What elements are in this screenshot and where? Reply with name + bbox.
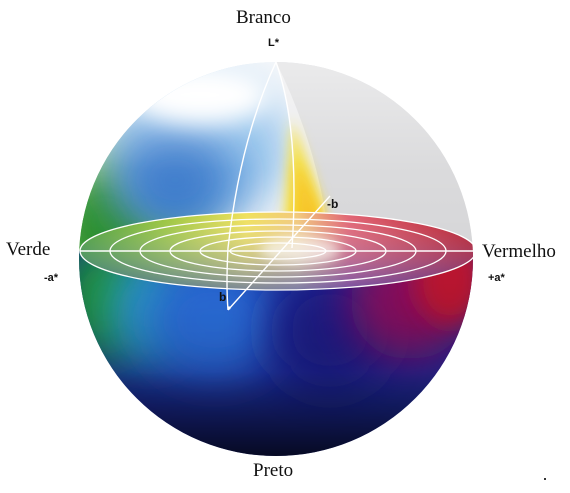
label-plus-a-axis: +a* [488, 272, 505, 284]
label-white: Branco [236, 7, 291, 28]
axes [80, 61, 476, 311]
label-minus-a-axis: -a* [44, 272, 59, 284]
b-axis [227, 195, 331, 311]
label-minus-b: -b [327, 197, 339, 211]
label-plus-b: b [219, 290, 227, 304]
label-l-axis: L* [268, 37, 279, 49]
meridian-right [275, 61, 295, 249]
label-red: Vermelho [482, 241, 556, 262]
meridian-left [226, 61, 277, 311]
label-black: Preto [253, 460, 294, 481]
sphere-body [79, 62, 473, 456]
stray-dot [544, 478, 546, 480]
label-green: Verde [6, 239, 51, 260]
